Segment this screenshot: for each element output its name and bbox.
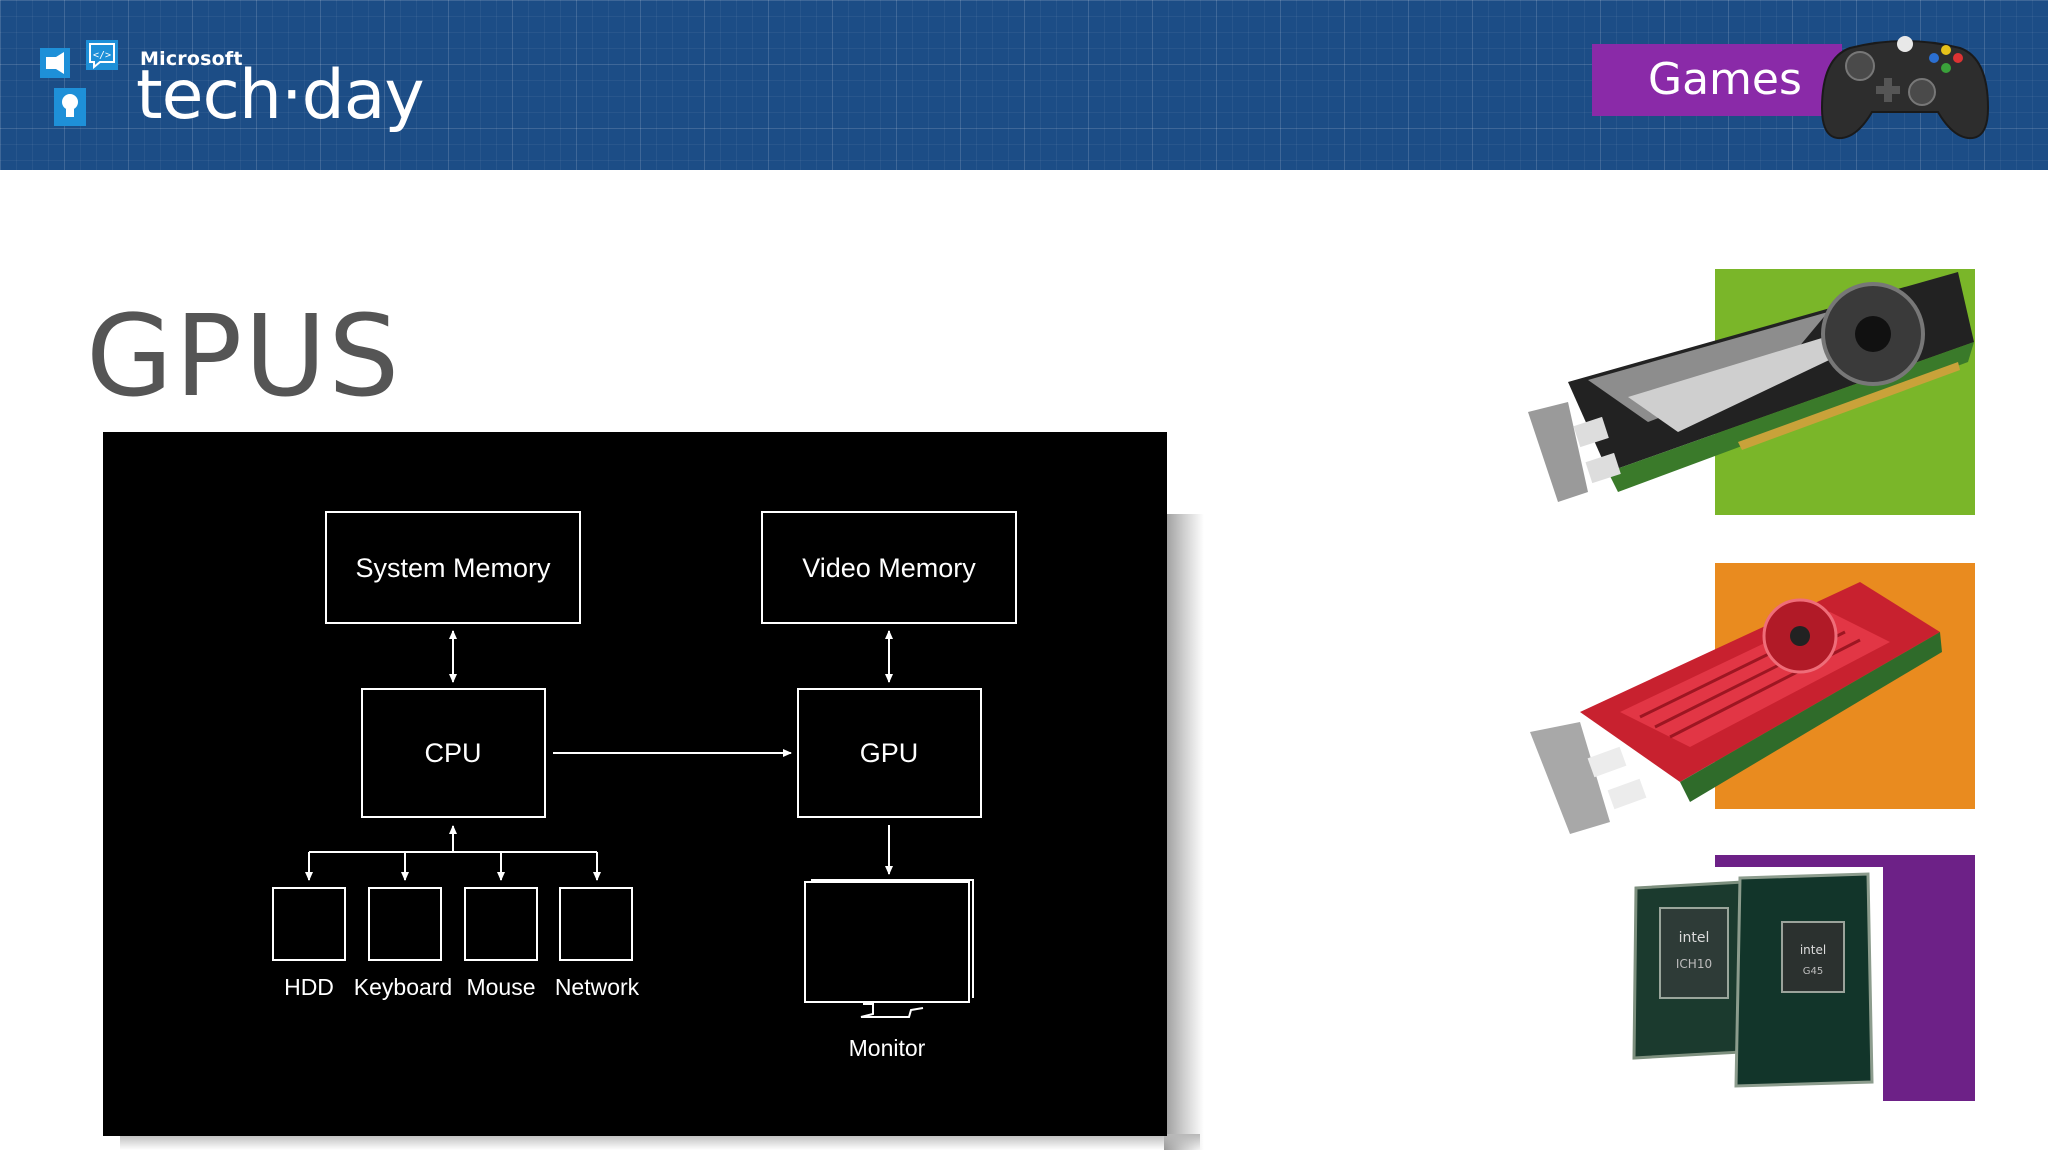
brand-microsoft: Microsoft bbox=[140, 48, 243, 70]
svg-text:G45: G45 bbox=[1803, 966, 1823, 977]
code-icon: </> bbox=[86, 40, 118, 70]
brand-tech-day: tech·day bbox=[136, 56, 425, 135]
intel-chipset: intel ICH10 intel G45 bbox=[1632, 872, 1874, 1088]
game-controller-icon bbox=[1820, 36, 1990, 140]
nvidia-graphics-card bbox=[1528, 272, 1974, 502]
label-system-memory: System Memory bbox=[355, 553, 551, 583]
node-network-box bbox=[559, 887, 633, 961]
label-mouse: Mouse bbox=[466, 974, 535, 1000]
node-system-memory-box bbox=[325, 511, 581, 624]
header-banner: </> Microsoft tech·day Games bbox=[0, 0, 2048, 170]
category-tag: Games bbox=[1592, 44, 1842, 116]
svg-text:ICH10: ICH10 bbox=[1676, 957, 1712, 971]
node-keyboard-box bbox=[368, 887, 442, 961]
slide-title: GPUS bbox=[86, 292, 402, 422]
svg-text:intel: intel bbox=[1800, 943, 1826, 957]
diagram-shadow-bottom bbox=[120, 1134, 1200, 1150]
tech-day-logo-icon: </> bbox=[40, 40, 118, 126]
edge-cpu-peripherals bbox=[305, 825, 601, 881]
label-monitor: Monitor bbox=[849, 1035, 926, 1061]
label-video-memory: Video Memory bbox=[802, 553, 976, 583]
label-network: Network bbox=[555, 974, 640, 1000]
svg-text:intel: intel bbox=[1679, 930, 1710, 946]
label-hdd: HDD bbox=[284, 974, 334, 1000]
node-hdd-box bbox=[272, 887, 346, 961]
ati-radeon-graphics-card bbox=[1530, 582, 1942, 834]
lightbulb-icon bbox=[54, 88, 86, 126]
megaphone-icon bbox=[40, 48, 70, 78]
node-monitor-shape bbox=[804, 879, 974, 1018]
label-gpu: GPU bbox=[860, 738, 919, 768]
node-cpu-box bbox=[361, 688, 546, 818]
node-mouse-box bbox=[464, 887, 538, 961]
node-video-memory-box bbox=[761, 511, 1017, 624]
architecture-diagram: System Memory Video Memory CPU GPU HDD K… bbox=[103, 432, 1167, 1136]
diagram-shadow bbox=[1164, 514, 1204, 1150]
label-keyboard: Keyboard bbox=[354, 974, 452, 1000]
node-gpu-box bbox=[797, 688, 982, 818]
label-cpu: CPU bbox=[424, 738, 481, 768]
svg-text:</>: </> bbox=[93, 50, 111, 61]
